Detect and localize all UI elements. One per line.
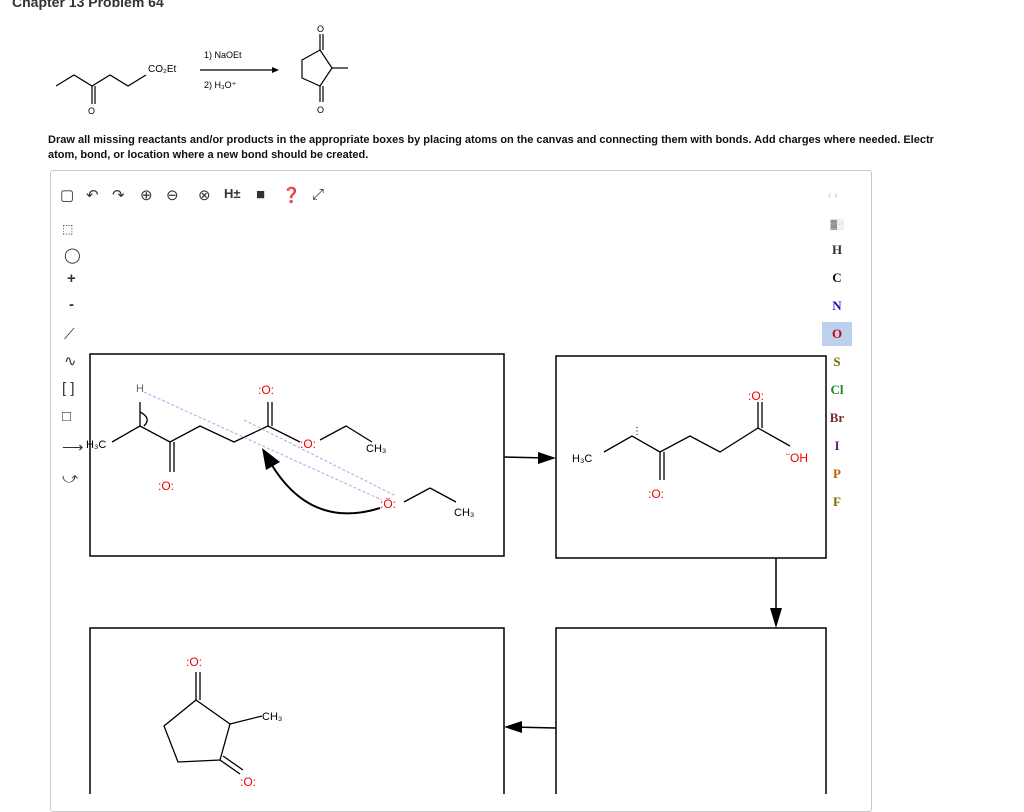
element-O[interactable]: O xyxy=(822,322,852,346)
box4-top-o: :O: xyxy=(186,655,202,669)
ring-tool-icon[interactable]: □ xyxy=(62,408,72,425)
box2-structure xyxy=(603,402,791,480)
zoom-out-icon[interactable]: ⊖ xyxy=(166,187,179,204)
box4-bottom-o: :O: xyxy=(240,775,256,789)
undo-icon[interactable]: ↶ xyxy=(86,187,99,204)
reactant-structure xyxy=(55,74,147,104)
product-structure xyxy=(301,34,348,102)
box4-structure xyxy=(163,672,263,775)
reagent-2: 2) H₃O⁺ xyxy=(204,80,237,90)
instructions: Draw all missing reactants and/or produc… xyxy=(48,133,1024,163)
box1-curved-arrow xyxy=(269,461,381,515)
element-P[interactable]: P xyxy=(833,466,841,481)
box2-h3c: H₃C xyxy=(572,453,592,465)
box2-oh: ¨OH xyxy=(786,451,808,465)
element-I[interactable]: I xyxy=(834,438,840,453)
eraser-icon[interactable]: ◯ xyxy=(64,247,81,264)
reaction-arrow-head xyxy=(272,67,279,73)
element-S[interactable]: S xyxy=(833,354,841,369)
nav-arrows[interactable]: ‹ › xyxy=(828,190,838,201)
instructions-line2: atom, bond, or location where a new bond… xyxy=(48,149,369,161)
box1-ketone-o: :O: xyxy=(158,479,174,493)
box-4 xyxy=(89,627,505,794)
box1-dashed-bond xyxy=(143,391,383,501)
product-o-bottom: O xyxy=(317,105,324,115)
plus-charge-button[interactable]: + xyxy=(67,270,76,287)
chain-tool-icon[interactable]: ∿ xyxy=(64,353,77,370)
reaction-arrow-icon[interactable]: ⟶ xyxy=(62,439,84,456)
info-icon[interactable]: ■ xyxy=(256,186,266,203)
help-icon[interactable]: ❓ xyxy=(282,187,301,204)
single-bond-icon[interactable]: ⟋ xyxy=(64,326,75,343)
box1-ethoxide-o: :Ö: xyxy=(380,497,396,511)
element-C[interactable]: C xyxy=(832,270,842,285)
box1-ch3-left: H₃C xyxy=(86,439,106,451)
box2-dots: ⋮ xyxy=(632,426,642,437)
element-Cl[interactable]: Cl xyxy=(830,382,844,397)
box4-ch3: CH₃ xyxy=(262,711,282,723)
reactant-ester-label: CO₂Et xyxy=(148,64,177,75)
product-o-top: O xyxy=(317,24,324,34)
clear-icon[interactable]: ⊗ xyxy=(198,187,211,204)
element-Br[interactable]: Br xyxy=(829,410,845,425)
element-F[interactable]: F xyxy=(833,494,841,509)
box2-acid-o: :O: xyxy=(748,389,764,403)
mechanism-canvas[interactable]: H H₃C :O: :O: :O: CH₃ :Ö: CH₃ ⋮ H₃C :O:… xyxy=(0,0,1024,794)
periodic-table-icon[interactable]: ▓░ xyxy=(830,219,844,229)
minus-charge-button[interactable]: - xyxy=(69,296,74,313)
box-1 xyxy=(89,353,505,557)
reagent-1: 1) NaOEt xyxy=(204,50,242,60)
box1-h-label: H xyxy=(136,383,144,395)
fullscreen-icon[interactable]: ⤢ xyxy=(312,186,325,203)
box-2 xyxy=(555,355,827,559)
select-tool-icon[interactable]: ⬚ xyxy=(62,222,74,236)
box1-carbonyl-o: :O: xyxy=(258,383,274,397)
h-toggle-button[interactable]: H± xyxy=(224,186,241,201)
instructions-line1: Draw all missing reactants and/or produc… xyxy=(48,134,934,146)
element-H[interactable]: H xyxy=(831,242,843,257)
box-3 xyxy=(555,627,827,794)
box1-structure xyxy=(111,402,457,503)
box1-ch3-right: CH₃ xyxy=(366,443,386,455)
element-N[interactable]: N xyxy=(832,298,842,313)
zoom-in-icon[interactable]: ⊕ xyxy=(140,187,153,204)
new-document-icon[interactable]: ▢ xyxy=(60,187,75,204)
box1-ester-o: :O: xyxy=(300,437,316,451)
box1-ethoxide-ch3: CH₃ xyxy=(454,507,474,519)
reactant-o-label: O xyxy=(88,106,95,116)
redo-icon[interactable]: ↷ xyxy=(112,187,125,204)
box2-ketone-o: :O: xyxy=(648,487,664,501)
page-title: Chapter 13 Problem 64 xyxy=(12,0,164,10)
bracket-tool-icon[interactable]: [ ] xyxy=(62,380,75,397)
drawing-editor[interactable] xyxy=(50,170,872,812)
curved-arrow-icon[interactable]: ⤻ xyxy=(62,470,79,487)
reaction-scheme: CO₂Et O 1) NaOEt 2) H₃O⁺ O O xyxy=(55,24,348,116)
